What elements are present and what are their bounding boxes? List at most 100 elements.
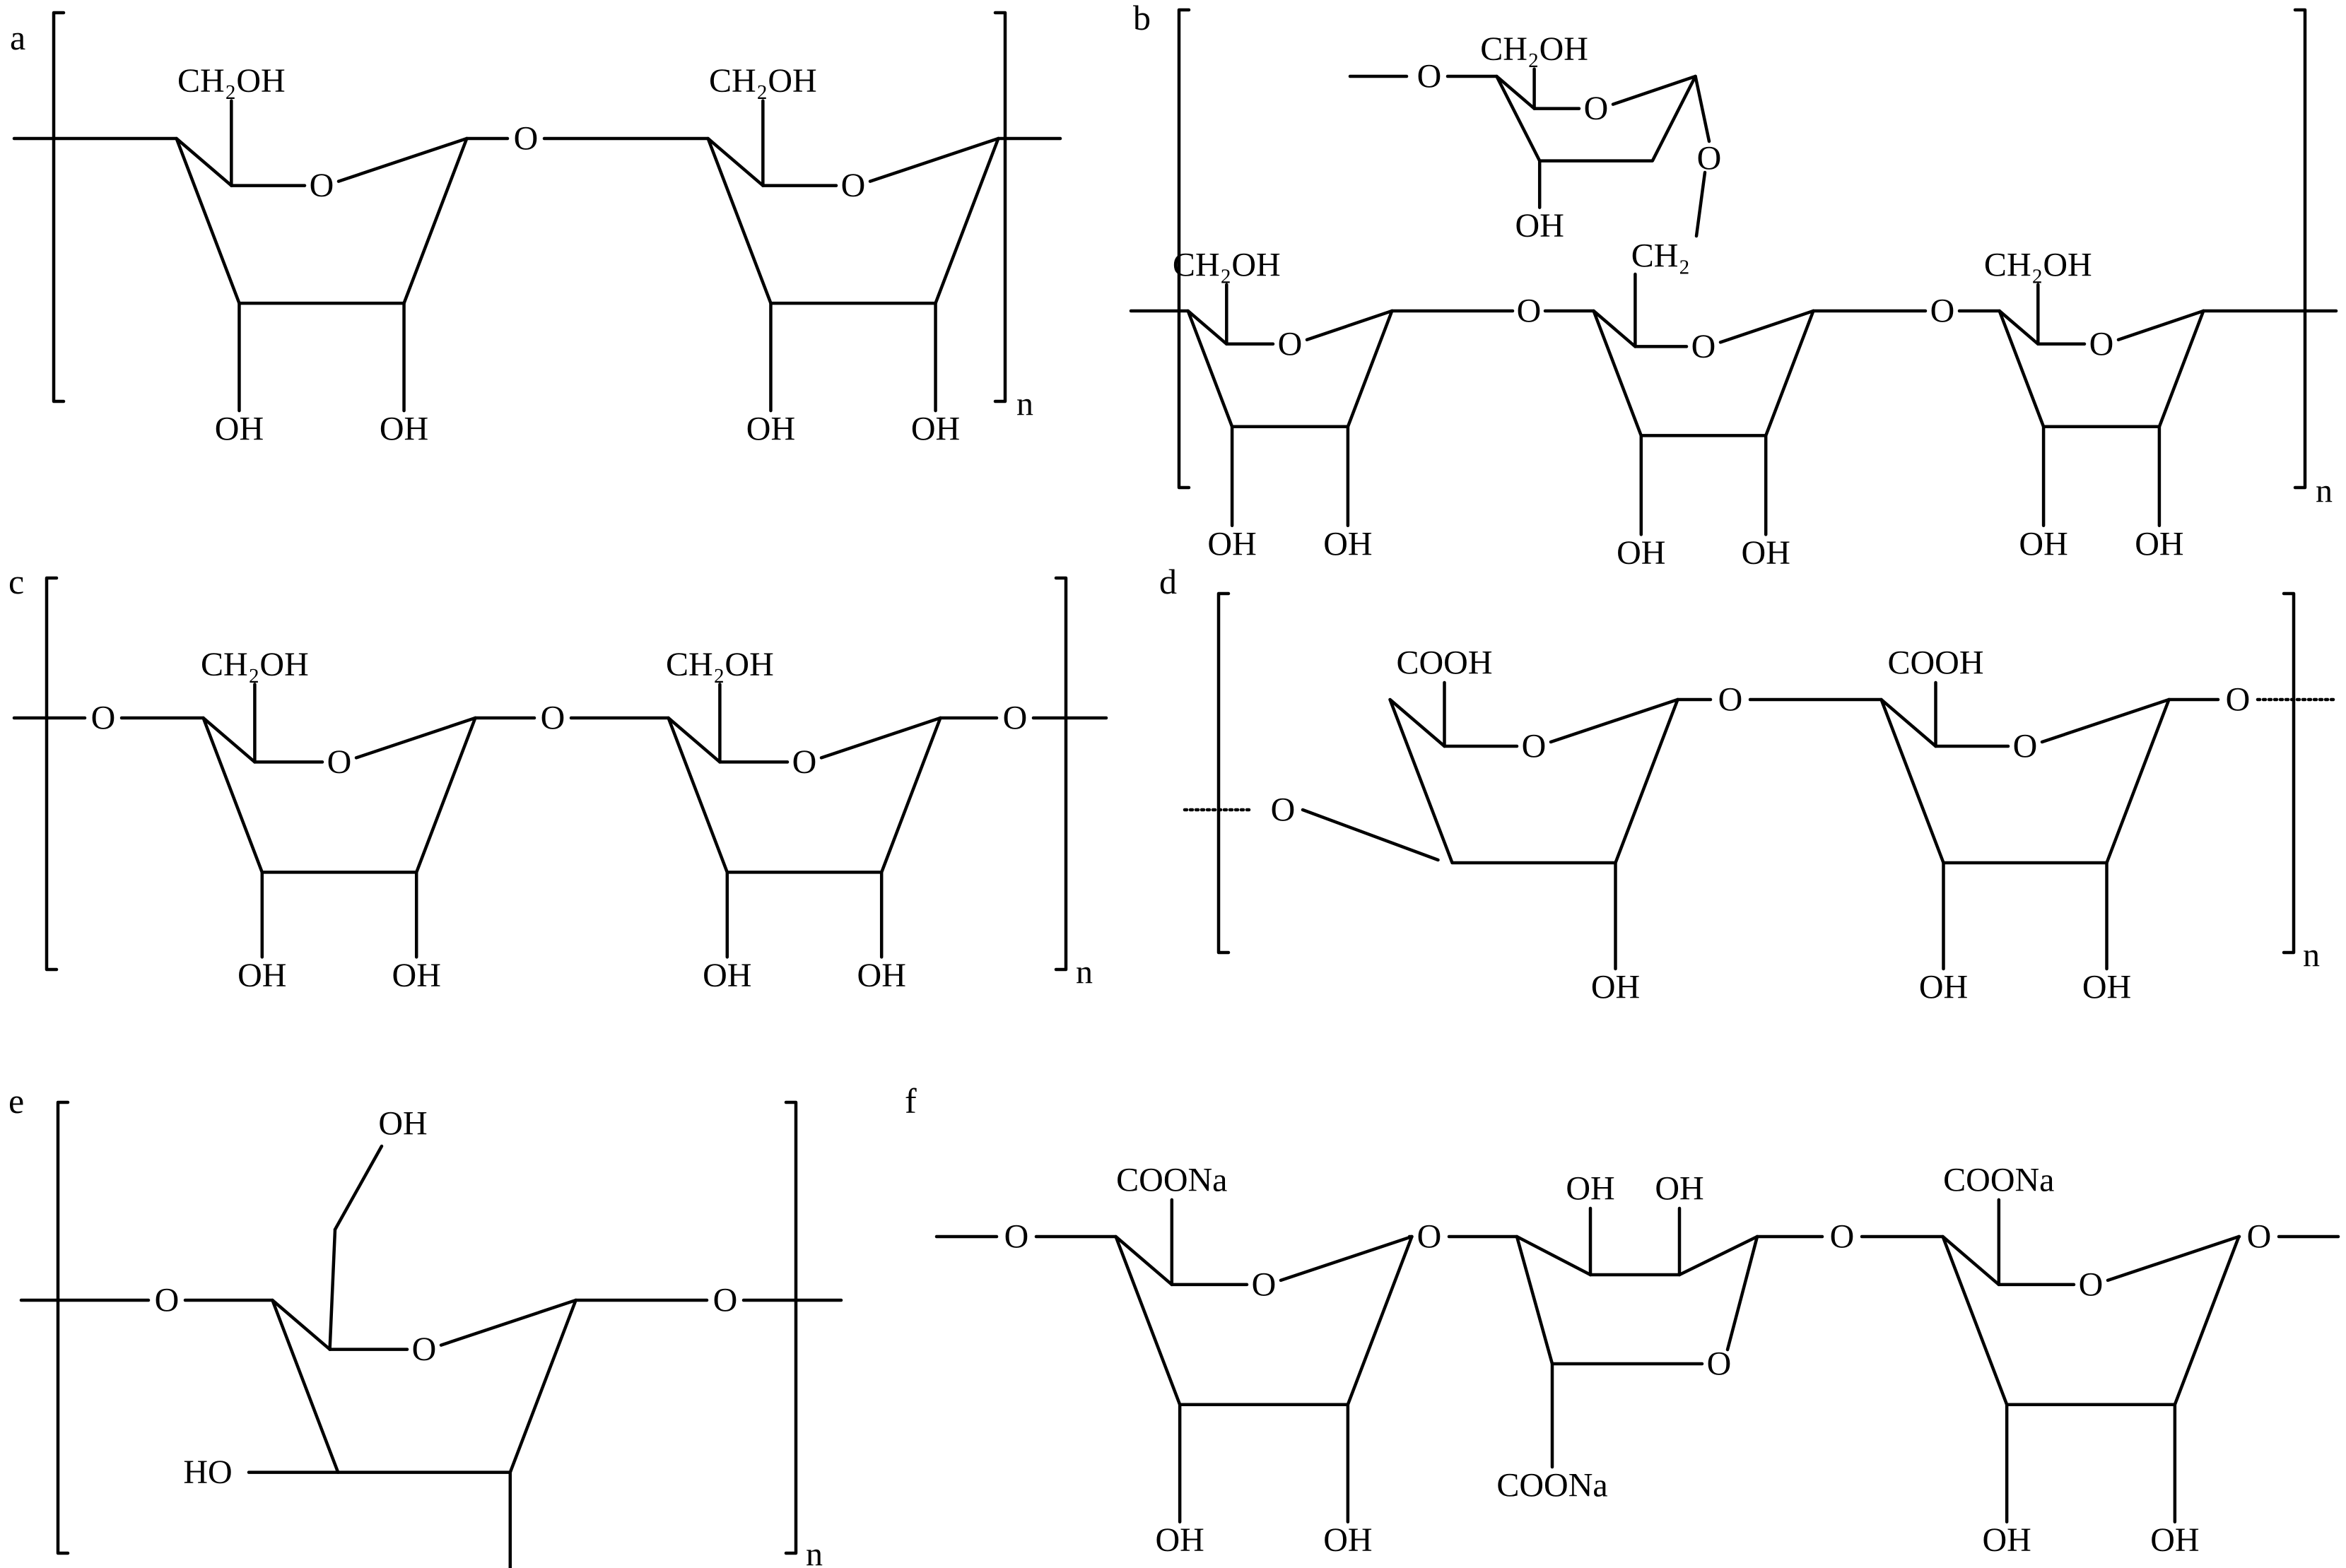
bond-line bbox=[336, 136, 469, 183]
ring-bond bbox=[1388, 697, 1679, 865]
bond-line bbox=[1611, 74, 1697, 106]
ring-bond bbox=[706, 136, 1000, 305]
hydroxyl-group: OH bbox=[2082, 969, 2131, 1006]
ring-bond bbox=[175, 136, 469, 305]
panel-label: f bbox=[905, 1081, 917, 1121]
ch2oh-group: CH₂OH bbox=[666, 646, 774, 683]
bond-line bbox=[1694, 74, 1711, 143]
hydroxyl-group: OH bbox=[1323, 525, 1372, 562]
ring-bond bbox=[1054, 576, 1068, 972]
ring-bond bbox=[1177, 8, 1191, 490]
oxygen-atom: O bbox=[412, 1331, 437, 1368]
ring-bond bbox=[1941, 1234, 2241, 1406]
bond-line bbox=[868, 136, 1000, 183]
ring-bond bbox=[1114, 1234, 1414, 1406]
panel-label: e bbox=[8, 1081, 24, 1121]
repeat-unit-n: n bbox=[2303, 937, 2320, 974]
panel-label: d bbox=[1159, 562, 1177, 601]
ring-bond bbox=[1515, 1234, 1704, 1366]
hydroxyl-group: OH bbox=[857, 957, 906, 994]
bond-line bbox=[328, 1227, 337, 1351]
hydroxyl-group: OH bbox=[911, 411, 960, 448]
hydroxyl-group: OH bbox=[1655, 1170, 1703, 1208]
hydroxyl-group: OH bbox=[1742, 534, 1790, 572]
oxygen-atom: O bbox=[541, 700, 565, 737]
bond-line bbox=[1279, 1234, 1414, 1283]
ch2oh-group: CH₂OH bbox=[201, 646, 309, 683]
oxygen-atom: O bbox=[1691, 328, 1716, 365]
oxygen-atom: O bbox=[327, 743, 352, 781]
hydroxyl-group: OH bbox=[392, 957, 441, 994]
ch2-group: CH₂ bbox=[1631, 237, 1690, 275]
ring-bond bbox=[271, 1298, 577, 1474]
ch2oh-group: CH₂OH bbox=[177, 62, 286, 100]
hydroxyl-group: OH bbox=[1155, 1521, 1204, 1559]
oxygen-atom: O bbox=[1718, 681, 1743, 719]
hydroxyl-group: OH bbox=[1919, 969, 1968, 1006]
oxygen-atom: O bbox=[1278, 325, 1303, 362]
oxygen-atom: O bbox=[1707, 1345, 1732, 1383]
oxygen-atom: O bbox=[841, 167, 866, 204]
bond-line bbox=[2116, 309, 2205, 342]
ring-bond bbox=[45, 576, 59, 972]
hydroxyl-group: OH bbox=[215, 411, 264, 448]
ring-bond bbox=[201, 716, 477, 874]
bond-line bbox=[333, 1144, 384, 1232]
oxygen-atom: O bbox=[91, 700, 116, 737]
ring-bond bbox=[993, 11, 1007, 403]
oxygen-atom: O bbox=[1697, 140, 1722, 177]
carboxyl-group: COOH bbox=[1887, 644, 1983, 682]
panel-e: enOOOOHHONH₂ bbox=[8, 1081, 843, 1568]
ring-bond bbox=[56, 1100, 70, 1555]
repeat-unit-n: n bbox=[1076, 954, 1093, 991]
hydroxyl-group: OH bbox=[703, 957, 751, 994]
hydroxyl-group: OH bbox=[380, 411, 428, 448]
panel-label: b bbox=[1133, 0, 1151, 37]
repeat-unit-n: n bbox=[806, 1536, 823, 1568]
bond-line bbox=[1677, 1234, 1759, 1277]
ch2oh-group: CH₂OH bbox=[1480, 30, 1588, 68]
ch2oh-group: CH₂OH bbox=[709, 62, 817, 100]
oxygen-atom: O bbox=[155, 1282, 180, 1319]
carboxylate-group: COONa bbox=[1116, 1161, 1227, 1198]
carboxylate-group: COONa bbox=[1496, 1467, 1607, 1504]
ring-bond bbox=[52, 11, 66, 403]
hydroxyl-group: OH bbox=[746, 411, 795, 448]
hydroxyl-group: OH bbox=[1323, 1521, 1372, 1559]
hydroxyl-group: OH bbox=[2150, 1521, 2199, 1559]
ring-bond bbox=[1216, 591, 1231, 955]
hydroxyl-group: OH bbox=[1207, 525, 1256, 562]
bond-line bbox=[1725, 1234, 1759, 1352]
oxygen-atom: O bbox=[1003, 700, 1028, 737]
ring-bond bbox=[1879, 697, 2171, 865]
hydroxyl-group: OH bbox=[1982, 1521, 2031, 1559]
oxygen-atom: O bbox=[713, 1282, 738, 1319]
hydroxyl-group: HO bbox=[183, 1454, 232, 1491]
oxygen-atom: O bbox=[1517, 293, 1542, 330]
oxygen-atom: O bbox=[792, 743, 817, 781]
hydroxyl-group: OH bbox=[1617, 534, 1665, 572]
bond-line bbox=[1549, 697, 1679, 744]
ring-bond bbox=[2282, 591, 2296, 955]
oxygen-atom: O bbox=[1271, 791, 1296, 829]
ch2oh-group: CH₂OH bbox=[1984, 246, 2092, 283]
bond-line bbox=[1694, 170, 1707, 238]
repeat-unit-n: n bbox=[1016, 386, 1033, 423]
oxygen-atom: O bbox=[2079, 1266, 2104, 1303]
carboxyl-group: COOH bbox=[1396, 644, 1492, 682]
repeat-unit-n: n bbox=[2316, 473, 2333, 510]
oxygen-atom: O bbox=[514, 120, 539, 158]
hydroxyl-group: OH bbox=[1566, 1170, 1614, 1208]
oxygen-atom: O bbox=[2013, 728, 2038, 765]
panel-label: a bbox=[10, 18, 25, 57]
oxygen-atom: O bbox=[2226, 681, 2251, 719]
ring-bond bbox=[2293, 8, 2307, 490]
oxygen-atom: O bbox=[1417, 1218, 1442, 1256]
hydroxyl-group: OH bbox=[1591, 969, 1640, 1006]
hydroxyl-group: OH bbox=[378, 1105, 427, 1143]
carboxylate-group: COONa bbox=[1943, 1161, 2054, 1198]
oxygen-atom: O bbox=[1417, 58, 1442, 95]
